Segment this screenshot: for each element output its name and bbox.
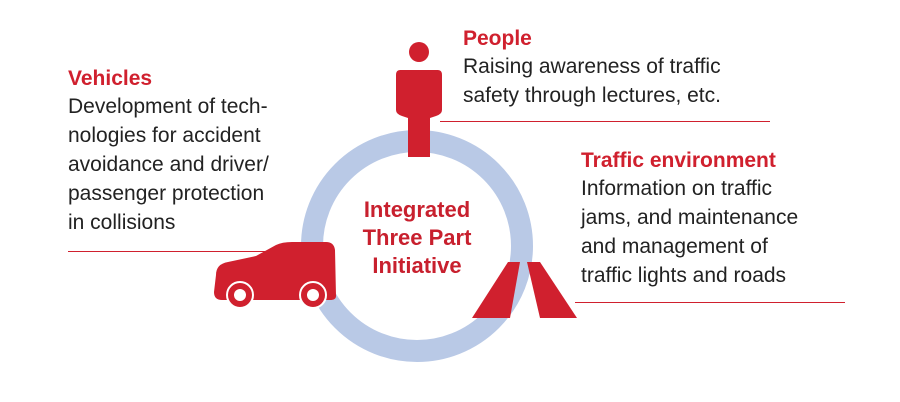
vehicles-line: nologies for accident <box>68 124 261 147</box>
center-line: Initiative <box>372 253 462 278</box>
people-title: People <box>463 27 532 50</box>
vehicles-block: Vehicles Development of tech- nologies f… <box>68 66 269 237</box>
vehicles-line: avoidance and driver/ <box>68 153 269 176</box>
vehicles-divider <box>68 251 268 252</box>
person-icon <box>396 42 442 157</box>
people-line: safety through lectures, etc. <box>463 84 721 107</box>
traffic-line: traffic lights and roads <box>581 264 787 287</box>
vehicles-line: passenger protection <box>68 182 265 205</box>
vehicles-line: in collisions <box>68 211 176 234</box>
center-line: Three Part <box>362 225 472 250</box>
center-line: Integrated <box>363 197 471 222</box>
center-label: Integrated Three Part Initiative <box>317 196 517 280</box>
traffic-title: Traffic environment <box>581 149 776 172</box>
traffic-line: and management of <box>581 235 768 258</box>
traffic-line: Information on traffic <box>581 177 773 200</box>
traffic-line: jams, and maintenance <box>581 206 799 229</box>
people-block: People Raising awareness of traffic safe… <box>463 26 721 110</box>
traffic-divider <box>575 302 845 303</box>
people-line: Raising awareness of traffic <box>463 55 721 78</box>
car-icon <box>214 242 336 309</box>
vehicles-title: Vehicles <box>68 67 153 90</box>
road-icon <box>457 262 635 318</box>
vehicles-line: Development of tech- <box>68 95 268 118</box>
traffic-block: Traffic environment Information on traff… <box>581 148 798 290</box>
people-divider <box>440 121 770 122</box>
